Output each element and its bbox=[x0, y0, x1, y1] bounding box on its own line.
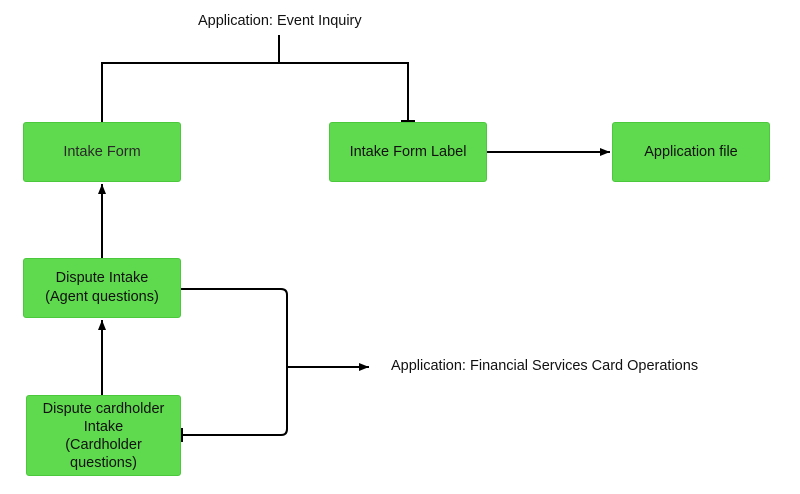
node-intake-form[interactable]: Intake Form bbox=[23, 122, 181, 182]
node-text-line: Dispute Intake bbox=[55, 270, 149, 286]
label-event-inquiry: Application: Event Inquiry bbox=[198, 13, 362, 29]
node-text-line: Intake Form bbox=[63, 143, 141, 160]
node-text-line: questions) bbox=[70, 454, 137, 471]
node-application-file[interactable]: Application file bbox=[612, 122, 770, 182]
node-text-line: Intake Form Label bbox=[349, 143, 467, 160]
node-text-line: Dispute cardholder bbox=[42, 400, 165, 417]
node-text-line: (Cardholder bbox=[65, 436, 142, 453]
connector-fsco-bracket bbox=[181, 288, 288, 436]
label-financial-services: Application: Financial Services Card Ope… bbox=[391, 358, 699, 374]
node-intake-form-label[interactable]: Intake Form Label bbox=[329, 122, 487, 182]
node-text-line: Intake bbox=[83, 418, 124, 435]
connector-event-inquiry-bracket bbox=[101, 62, 409, 122]
node-text-line: Application file bbox=[644, 143, 738, 160]
node-text-line: (Agent questions) bbox=[45, 289, 159, 305]
node-dispute-intake[interactable]: Dispute Intake (Agent questions) bbox=[23, 258, 181, 318]
